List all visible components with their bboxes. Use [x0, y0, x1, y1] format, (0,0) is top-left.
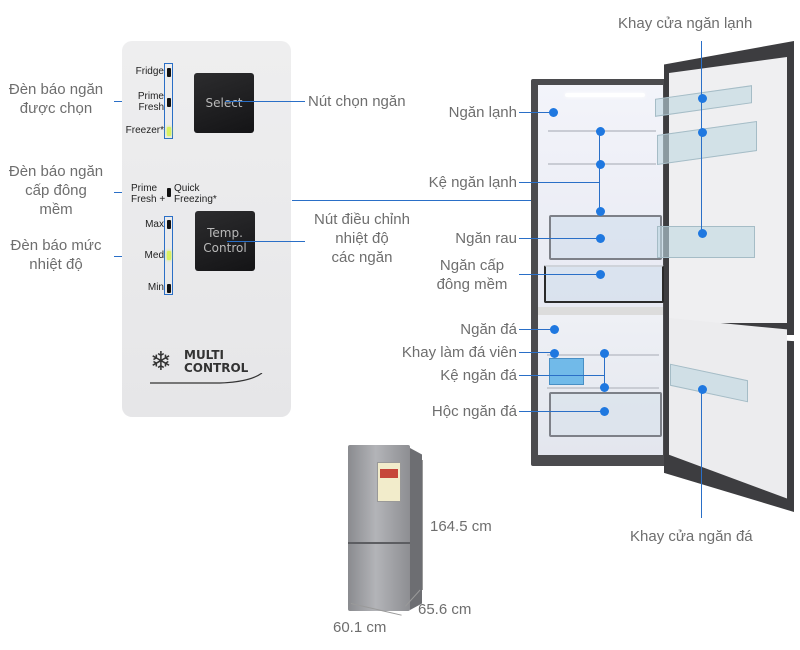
select-button-label: Select [205, 95, 243, 110]
led-temp-max [167, 220, 171, 229]
led-fridge [167, 68, 171, 77]
logo-line: CONTROL [184, 361, 249, 375]
label-fridge-compartment: Ngăn lạnh [448, 104, 517, 121]
callout-line [701, 41, 703, 233]
label-line: cấp đông [25, 182, 87, 199]
label-line: Ngăn cấp [439, 257, 505, 274]
label-vegetable-drawer: Ngăn rau [455, 230, 517, 247]
label-fridge-door-tray: Khay cửa ngăn lạnh [618, 15, 753, 32]
label-line: được chọn [19, 100, 93, 117]
label-line: Đèn báo ngăn [8, 163, 104, 180]
callout-dot [697, 127, 707, 137]
callout-dot [549, 324, 559, 334]
temp-label-max: Max [145, 219, 164, 230]
led-temp-med [167, 251, 171, 260]
label-selected-compartment-indicator: Đèn báo ngăn được chọn [0, 80, 112, 118]
temp-indicator-highlight [164, 216, 173, 295]
select-button[interactable]: Select [194, 73, 254, 133]
label-line: Quick [174, 183, 200, 194]
label-line: Freezing* [174, 194, 217, 205]
label-line: mềm [39, 201, 73, 218]
label-select-button: Nút chọn ngăn [308, 93, 406, 110]
select-indicator-highlight [164, 63, 173, 139]
label-line: Nút điều chỉnh [314, 211, 410, 228]
callout-dot [595, 269, 605, 279]
callout-dot [599, 348, 609, 358]
vegetable-drawer [549, 215, 662, 260]
callout-dot [549, 348, 559, 358]
callout-dot [595, 206, 605, 216]
depth-dimension: 65.6 cm [418, 601, 472, 618]
temp-label-min: Min [147, 282, 164, 293]
label-line: Đèn báo mức [10, 237, 102, 254]
width-dimension: 60.1 cm [333, 619, 387, 636]
callout-line [519, 182, 600, 184]
callout-line [519, 329, 552, 331]
callout-dot [697, 93, 707, 103]
callout-line [604, 353, 606, 387]
callout-line [519, 375, 604, 377]
callout-dot [595, 233, 605, 243]
callout-dot [595, 126, 605, 136]
temp-button-label-line: Control [203, 241, 247, 255]
callout-dot [697, 384, 707, 394]
callout-dot [599, 406, 609, 416]
label-line: Fresh + [131, 194, 166, 205]
quick-freezing-label: Quick Freezing* [174, 183, 217, 205]
label-line: Prime [131, 183, 158, 194]
callout-line-panel-to-fridge [292, 200, 542, 202]
temp-label-med: Med [144, 250, 164, 261]
height-dimension: 164.5 cm [430, 518, 492, 535]
callout-dot [548, 107, 558, 117]
label-soft-freeze-compartment: Ngăn cấp đông mềm [424, 256, 520, 294]
callout-line [519, 238, 600, 240]
callout-line [519, 112, 552, 114]
callout-line [227, 241, 305, 243]
label-line: các ngăn [331, 249, 393, 266]
indicator-label-freezer: Freezer* [125, 125, 164, 136]
label-fridge-shelf: Kệ ngăn lạnh [428, 174, 517, 191]
callout-line [519, 352, 552, 354]
prime-fresh-plus-label: Prime Fresh + [131, 183, 165, 205]
callout-line [599, 131, 601, 211]
callout-line [701, 389, 703, 518]
callout-dot [599, 382, 609, 392]
led-quick-freezing [167, 188, 171, 197]
label-freezer-compartment: Ngăn đá [460, 321, 517, 338]
label-freezer-drawer: Hộc ngăn đá [431, 403, 517, 420]
snowflake-icon: ❄ [150, 346, 172, 376]
swoosh-icon [150, 373, 263, 384]
logo-text: MULTI CONTROL [184, 349, 248, 375]
energy-label-sticker [377, 462, 401, 502]
label-temp-button: Nút điều chỉnh nhiệt độ các ngăn [298, 210, 426, 267]
mini-fridge-side [410, 448, 422, 610]
label-freezer-door-tray: Khay cửa ngăn đá [630, 528, 753, 545]
led-temp-min [167, 284, 171, 293]
label-line: nhiệt độ [29, 256, 83, 273]
label-line: Đèn báo ngăn [8, 81, 104, 98]
mini-fridge-split [348, 542, 410, 544]
compartment-divider [538, 307, 663, 316]
height-dimension-line [422, 460, 424, 590]
led-prime-fresh [167, 98, 171, 107]
temp-button-label-line: Temp. [207, 226, 243, 240]
ice-tray [549, 358, 584, 385]
callout-line [519, 411, 604, 413]
label-line: nhiệt độ [335, 230, 389, 247]
callout-dot [697, 228, 707, 238]
led-freezer [167, 127, 171, 136]
label-line: đông mềm [436, 276, 508, 293]
led-light [565, 93, 645, 97]
callout-dot [595, 159, 605, 169]
label-soft-freeze-indicator: Đèn báo ngăn cấp đông mềm [0, 162, 112, 219]
indicator-label-fridge: Fridge [135, 66, 164, 77]
callout-line [519, 274, 600, 276]
temp-control-button[interactable]: Temp. Control [195, 211, 255, 271]
label-temperature-indicator: Đèn báo mức nhiệt độ [0, 236, 112, 274]
label-ice-tray: Khay làm đá viên [401, 344, 517, 361]
callout-line [225, 101, 305, 103]
logo-line: MULTI [184, 348, 224, 362]
label-freezer-shelf: Kệ ngăn đá [440, 367, 517, 384]
